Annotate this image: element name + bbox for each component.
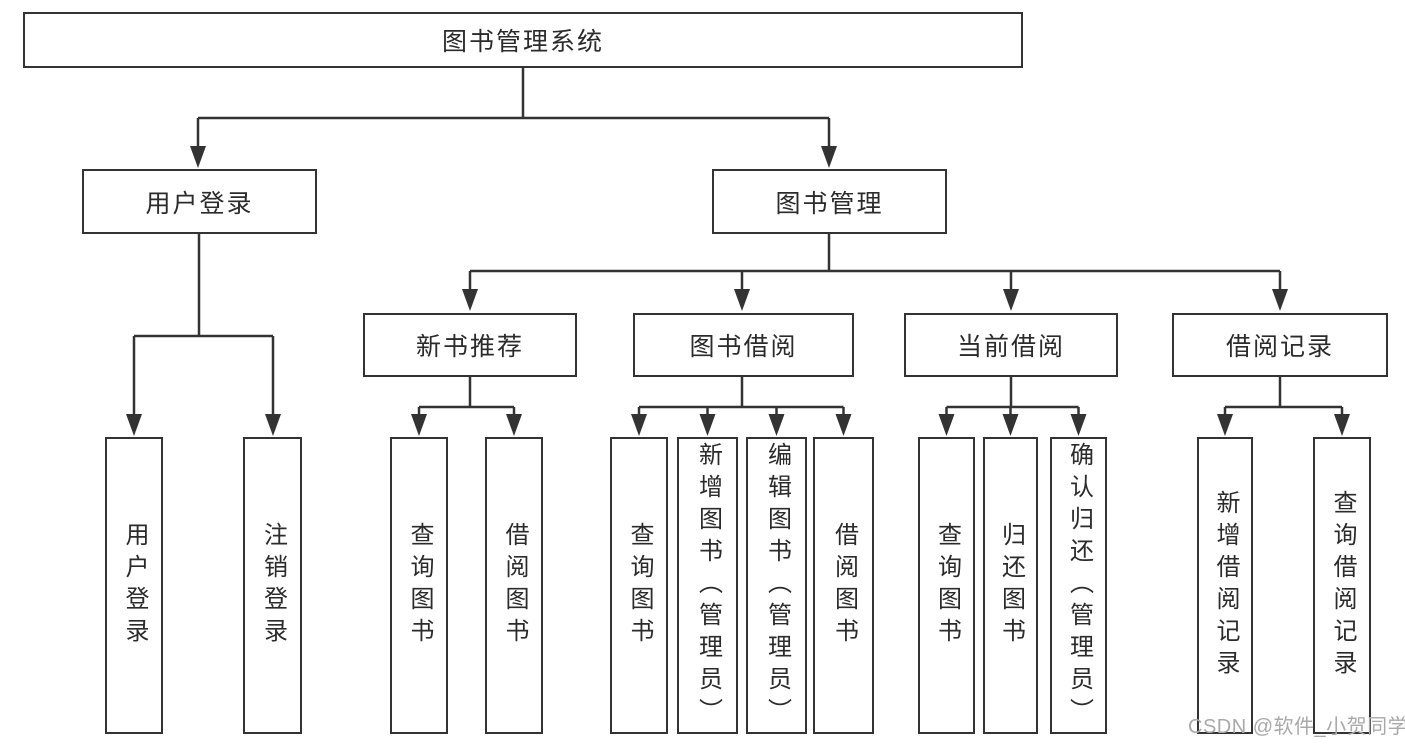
arrow-icon bbox=[126, 414, 142, 436]
leaf-borrow-add-book-label: 新增图书（管理员） bbox=[694, 441, 722, 730]
connector-borrow-record bbox=[1223, 377, 1344, 420]
arrow-icon bbox=[462, 289, 478, 311]
arrow-icon bbox=[506, 414, 522, 436]
node-book-borrow-label: 图书借阅 bbox=[689, 333, 798, 361]
leaf-user-login-label: 用户登录 bbox=[121, 521, 148, 650]
leaf-return-book-label: 归还图书 bbox=[997, 521, 1025, 650]
leaf-borrow-book: 借阅图书 bbox=[813, 437, 874, 734]
node-borrow-record: 借阅记录 bbox=[1172, 313, 1388, 377]
node-borrow-record-label: 借阅记录 bbox=[1225, 333, 1334, 361]
node-user-login-label: 用户登录 bbox=[145, 189, 254, 218]
node-book-management: 图书管理 bbox=[712, 169, 947, 234]
leaf-borrow-query-label: 查询图书 bbox=[626, 521, 653, 650]
leaf-add-record-label: 新增借阅记录 bbox=[1212, 489, 1239, 682]
leaf-confirm-return-label: 确认归还（管理员） bbox=[1065, 441, 1093, 730]
node-root-label: 图书管理系统 bbox=[441, 28, 604, 56]
arrow-icon bbox=[938, 414, 955, 436]
connector-book-management bbox=[468, 234, 1282, 295]
connector-current-borrow bbox=[945, 377, 1080, 420]
leaf-add-record: 新增借阅记录 bbox=[1197, 437, 1253, 734]
leaf-logout-label: 注销登录 bbox=[259, 521, 287, 650]
node-user-login: 用户登录 bbox=[82, 169, 317, 234]
arrow-icon bbox=[1003, 289, 1019, 311]
leaf-return-book: 归还图书 bbox=[983, 437, 1038, 734]
node-root: 图书管理系统 bbox=[23, 12, 1023, 68]
arrow-icon bbox=[411, 414, 427, 436]
connector-new-book bbox=[417, 377, 516, 420]
leaf-current-query: 查询图书 bbox=[918, 437, 975, 734]
leaf-logout: 注销登录 bbox=[243, 437, 302, 734]
arrow-icon bbox=[190, 146, 206, 168]
arrow-icon bbox=[835, 414, 852, 436]
arrow-icon bbox=[821, 146, 837, 168]
arrow-icon bbox=[1070, 414, 1087, 436]
arrow-icon bbox=[768, 414, 785, 436]
leaf-newbook-query: 查询图书 bbox=[390, 437, 448, 734]
leaf-newbook-query-label: 查询图书 bbox=[406, 521, 433, 650]
leaf-borrow-edit-book: 编辑图书（管理员） bbox=[746, 437, 807, 734]
leaf-user-login: 用户登录 bbox=[105, 437, 163, 734]
node-new-book-recommend: 新书推荐 bbox=[363, 313, 577, 377]
leaf-borrow-query: 查询图书 bbox=[610, 437, 668, 734]
leaf-borrow-book-label: 借阅图书 bbox=[830, 521, 858, 650]
arrow-icon bbox=[734, 289, 750, 311]
leaf-borrow-edit-book-label: 编辑图书（管理员） bbox=[763, 441, 791, 730]
connector-user-login bbox=[132, 234, 275, 420]
leaf-confirm-return: 确认归还（管理员） bbox=[1050, 437, 1107, 734]
node-book-borrow: 图书借阅 bbox=[633, 313, 854, 377]
arrow-icon bbox=[699, 414, 716, 436]
node-book-management-label: 图书管理 bbox=[775, 189, 884, 218]
arrow-icon bbox=[265, 414, 281, 436]
arrow-icon bbox=[1334, 414, 1350, 436]
node-new-book-recommend-label: 新书推荐 bbox=[415, 333, 524, 361]
leaf-query-record-label: 查询借阅记录 bbox=[1329, 489, 1356, 682]
connector-root bbox=[196, 67, 831, 150]
arrow-icon bbox=[631, 414, 647, 436]
node-current-borrow: 当前借阅 bbox=[904, 313, 1118, 377]
leaf-query-record: 查询借阅记录 bbox=[1313, 437, 1371, 734]
csdn-watermark: CSDN @软件_小贺同学 bbox=[1188, 716, 1405, 738]
arrow-icon bbox=[1272, 289, 1288, 311]
node-current-borrow-label: 当前借阅 bbox=[956, 333, 1065, 361]
leaf-current-query-label: 查询图书 bbox=[933, 521, 961, 650]
connector-book-borrow bbox=[637, 377, 845, 420]
leaf-borrow-add-book: 新增图书（管理员） bbox=[677, 437, 738, 734]
arrow-icon bbox=[1217, 414, 1233, 436]
leaf-newbook-borrow-label: 借阅图书 bbox=[501, 521, 528, 650]
leaf-newbook-borrow: 借阅图书 bbox=[485, 437, 543, 734]
arrowheads bbox=[126, 146, 1350, 436]
arrow-icon bbox=[1002, 414, 1019, 436]
